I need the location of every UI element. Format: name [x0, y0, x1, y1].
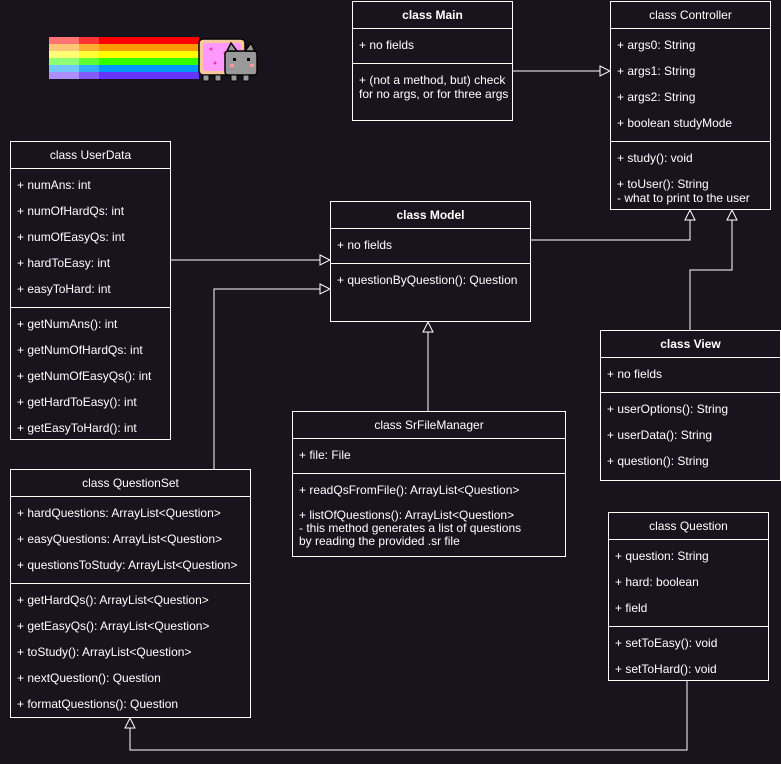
method-signature: + listOfQuestions(): ArrayList<Question>	[299, 508, 515, 522]
method: + study(): void	[617, 151, 693, 165]
method: + nextQuestion(): Question	[17, 671, 161, 685]
nyan-cat-icon	[49, 37, 258, 82]
field: + hard: boolean	[615, 575, 699, 589]
class-main[interactable]: class Main + no fields + (not a method, …	[352, 1, 513, 121]
class-question[interactable]: class Question + question: String + hard…	[608, 512, 769, 681]
class-main-methods: + (not a method, but) check for no args,…	[353, 63, 512, 112]
field: + args1: String	[617, 64, 696, 78]
class-controller-methods: + study(): void + toUser(): String - wha…	[611, 141, 770, 216]
field: + file: File	[299, 448, 351, 462]
rainbow-trail-icon	[49, 37, 199, 79]
class-main-fields: + no fields	[353, 29, 512, 63]
class-view-title: class View	[601, 331, 780, 358]
method: + getEasyQs(): ArrayList<Question>	[17, 619, 210, 633]
edge-view-to-controller	[689, 210, 732, 330]
edge-question-to-questionset	[130, 681, 688, 751]
class-view-methods: + userOptions(): String + userData(): St…	[601, 392, 780, 479]
field: + numOfHardQs: int	[17, 204, 125, 218]
field: + hardQuestions: ArrayList<Question>	[17, 506, 221, 520]
method: + questionByQuestion(): Question	[337, 273, 518, 287]
class-questionset-methods: + getHardQs(): ArrayList<Question> + get…	[11, 583, 250, 722]
class-view[interactable]: class View + no fields + userOptions(): …	[600, 330, 781, 481]
method: + (not a method, but) check for no args,…	[353, 68, 512, 108]
class-questionset-fields: + hardQuestions: ArrayList<Question> + e…	[11, 497, 250, 583]
field: + numOfEasyQs: int	[17, 230, 125, 244]
field: + no fields	[607, 367, 663, 381]
method-note: - what to print to the user	[617, 191, 750, 205]
class-userdata-fields: + numAns: int + numOfHardQs: int + numOf…	[11, 169, 170, 307]
method-note: for no args, or for three args	[359, 87, 509, 101]
class-userdata-title: class UserData	[11, 142, 170, 169]
edge-questionset-to-model	[213, 289, 330, 469]
class-controller-fields: + args0: String + args1: String + args2:…	[611, 29, 770, 141]
class-questionset-title: class QuestionSet	[11, 470, 250, 497]
class-userdata-methods: + getNumAns(): int + getNumOfHardQs: int…	[11, 307, 170, 446]
class-model-methods: + questionByQuestion(): Question	[331, 263, 530, 298]
class-controller-title: class Controller	[611, 2, 770, 29]
field: + numAns: int	[17, 178, 91, 192]
class-question-methods: + setToEasy(): void + setToHard(): void	[609, 626, 768, 687]
method-note: - this method generates a list of questi…	[299, 521, 522, 548]
class-controller[interactable]: class Controller + args0: String + args1…	[610, 1, 771, 210]
method: + userOptions(): String	[607, 402, 729, 416]
class-model[interactable]: class Model + no fields + questionByQues…	[330, 201, 531, 322]
method: + getNumOfEasyQs(): int	[17, 369, 152, 383]
class-srfilemanager-fields: + file: File	[293, 439, 565, 473]
method: + formatQuestions(): Question	[17, 697, 179, 711]
class-userdata[interactable]: class UserData + numAns: int + numOfHard…	[10, 141, 171, 440]
method: + getNumOfHardQs: int	[17, 343, 143, 357]
method-signature: + toUser(): String	[617, 177, 709, 191]
field: + args0: String	[617, 38, 696, 52]
field: + field	[615, 601, 648, 615]
class-view-fields: + no fields	[601, 358, 780, 392]
field: + no fields	[337, 238, 393, 252]
field: + no fields	[359, 38, 415, 52]
class-srfilemanager-title: class SrFileManager	[293, 412, 565, 439]
class-model-fields: + no fields	[331, 229, 530, 263]
method: + getNumAns(): int	[17, 317, 118, 331]
method: + listOfQuestions(): ArrayList<Question>…	[293, 504, 565, 555]
class-question-fields: + question: String + hard: boolean + fie…	[609, 540, 768, 626]
method: + getHardToEasy(): int	[17, 395, 137, 409]
method: + readQsFromFile(): ArrayList<Question>	[299, 483, 520, 497]
field: + boolean studyMode	[617, 116, 733, 130]
method: + userData(): String	[607, 428, 713, 442]
method: + setToEasy(): void	[615, 636, 718, 650]
method: + toStudy(): ArrayList<Question>	[17, 645, 192, 659]
class-questionset[interactable]: class QuestionSet + hardQuestions: Array…	[10, 469, 251, 718]
method: + toUser(): String - what to print to th…	[611, 172, 770, 212]
class-question-title: class Question	[609, 513, 768, 540]
field: + easyToHard: int	[17, 282, 111, 296]
method: + getEasyToHard(): int	[17, 421, 137, 435]
method: + setToHard(): void	[615, 662, 717, 676]
method-signature: + (not a method, but) check	[359, 73, 506, 87]
field: + questionsToStudy: ArrayList<Question>	[17, 558, 238, 572]
method: + question(): String	[607, 454, 709, 468]
field: + question: String	[615, 549, 709, 563]
class-main-title: class Main	[353, 2, 512, 29]
field: + args2: String	[617, 90, 696, 104]
method: + getHardQs(): ArrayList<Question>	[17, 593, 209, 607]
class-srfilemanager-methods: + readQsFromFile(): ArrayList<Question> …	[293, 473, 565, 559]
edge-model-to-controller	[530, 210, 690, 241]
class-srfilemanager[interactable]: class SrFileManager + file: File + readQ…	[292, 411, 566, 557]
field: + hardToEasy: int	[17, 256, 111, 270]
class-model-title: class Model	[331, 202, 530, 229]
field: + easyQuestions: ArrayList<Question>	[17, 532, 223, 546]
